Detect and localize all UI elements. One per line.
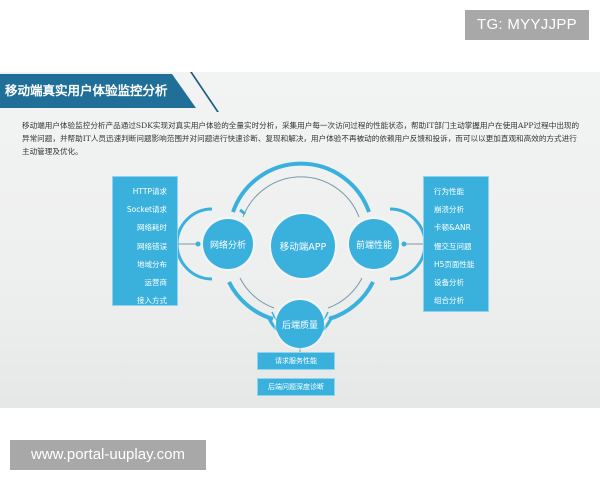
network-analysis-list: HTTP请求 Socket请求 网络耗时 网络错误 地域分布 运营商 接入方式	[112, 176, 178, 306]
list-item: 行为性能	[434, 187, 464, 196]
backend-item-deep-diagnosis: 后端问题深度诊断	[257, 378, 335, 396]
node-network-analysis: 网络分析	[203, 219, 253, 269]
list-item: H5页面性能	[434, 259, 475, 269]
watermark-bottom: www.portal-uuplay.com	[10, 440, 206, 470]
list-item: 卡顿&ANR	[434, 223, 471, 233]
list-item: 网络错误	[137, 241, 167, 251]
list-item: 组合分析	[434, 296, 464, 306]
node-frontend-performance: 前端性能	[349, 219, 399, 269]
backend-item-request-service: 请求服务性能	[257, 352, 335, 370]
slide-title: 移动端真实用户体验监控分析	[5, 83, 168, 98]
slide-description: 移动端用户体验监控分析产品通过SDK实现对真实用户体验的全量实时分析，采集用户每…	[22, 121, 580, 156]
slide: 移动端真实用户体验监控分析 移动端用户体验监控分析产品通过SDK实现对真实用户体…	[0, 72, 600, 408]
node-backend-quality: 后端质量	[276, 300, 324, 348]
list-item: 运营商	[144, 277, 168, 287]
watermark-top: TG: MYYJJPP	[465, 10, 589, 40]
list-item: 崩溃分析	[434, 205, 464, 215]
list-item: 慢交互问题	[434, 241, 472, 251]
frontend-performance-list: 行为性能 崩溃分析 卡顿&ANR 慢交互问题 H5页面性能 设备分析 组合分析	[423, 176, 489, 312]
list-item: 设备分析	[434, 277, 464, 287]
center-node-mobile-app: 移动端APP	[271, 214, 335, 278]
list-item: 地域分布	[137, 259, 167, 269]
list-item: Socket请求	[126, 205, 167, 215]
list-item: HTTP请求	[132, 187, 167, 196]
title-bar	[0, 74, 196, 108]
list-item: 接入方式	[137, 296, 167, 306]
list-item: 网络耗时	[137, 223, 167, 233]
